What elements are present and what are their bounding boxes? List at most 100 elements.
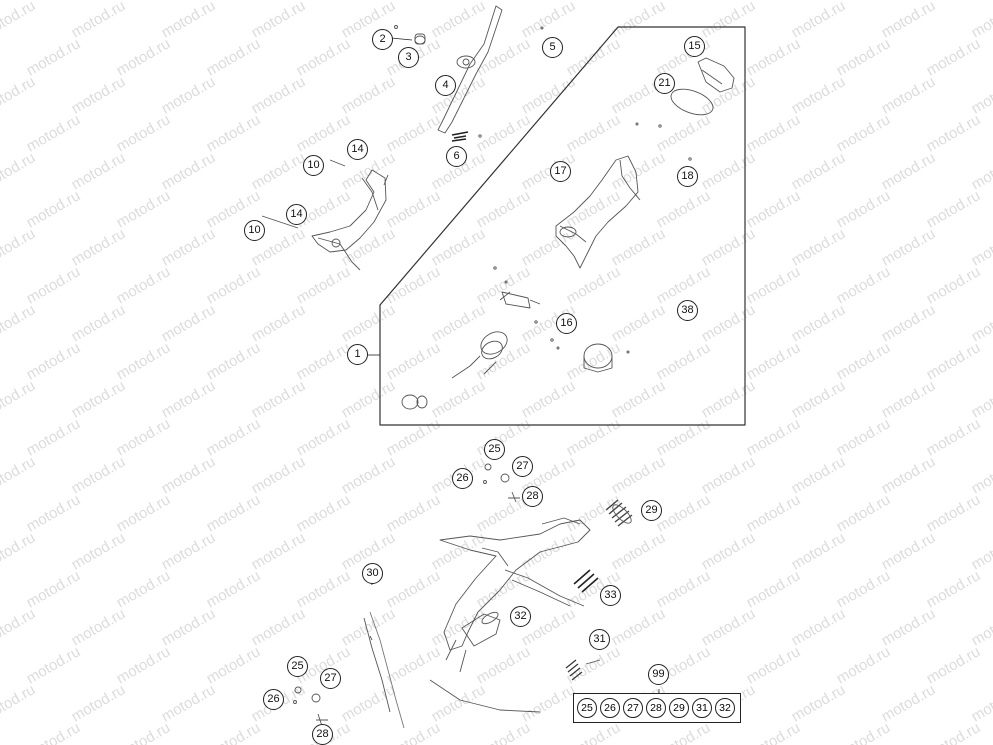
callout-32[interactable]: 32 bbox=[510, 606, 531, 627]
callout-18[interactable]: 18 bbox=[677, 166, 698, 187]
watermark-text: motod.ru bbox=[429, 377, 489, 421]
watermark-text: motod.ru bbox=[339, 453, 399, 497]
callout-27-upper[interactable]: 27 bbox=[512, 456, 533, 477]
assembly-frame bbox=[379, 26, 746, 426]
header-pipe-part bbox=[439, 519, 591, 651]
callout-21[interactable]: 21 bbox=[654, 73, 675, 94]
callout-6[interactable]: 6 bbox=[446, 146, 467, 167]
callout-31[interactable]: 31 bbox=[589, 629, 610, 650]
callout-1[interactable]: 1 bbox=[347, 344, 368, 365]
watermark-text: motod.ru bbox=[249, 149, 309, 193]
watermark-text: motod.ru bbox=[384, 263, 444, 307]
callout-17[interactable]: 17 bbox=[550, 161, 571, 182]
watermark-text: motod.ru bbox=[699, 149, 759, 193]
callout-10-upper[interactable]: 10 bbox=[303, 155, 324, 176]
kit-item-25[interactable]: 25 bbox=[577, 698, 597, 718]
callout-14-upper[interactable]: 14 bbox=[347, 139, 368, 160]
watermark-text: motod.ru bbox=[969, 301, 993, 345]
watermark-text: motod.ru bbox=[294, 111, 354, 155]
watermark-text: motod.ru bbox=[204, 339, 264, 383]
watermark-text: motod.ru bbox=[744, 111, 804, 155]
watermark-text: motod.ru bbox=[924, 35, 984, 79]
callout-26-lower[interactable]: 26 bbox=[263, 689, 284, 710]
callout-28-upper[interactable]: 28 bbox=[522, 486, 543, 507]
callout-30[interactable]: 30 bbox=[362, 563, 383, 584]
watermark-text: motod.ru bbox=[114, 263, 174, 307]
callout-25-lower[interactable]: 25 bbox=[287, 656, 308, 677]
watermark-text: motod.ru bbox=[969, 149, 993, 193]
watermark-text: motod.ru bbox=[969, 225, 993, 269]
watermark-text: motod.ru bbox=[789, 453, 849, 497]
callout-25-upper[interactable]: 25 bbox=[484, 439, 505, 460]
callout-38[interactable]: 38 bbox=[677, 300, 698, 321]
watermark-text: motod.ru bbox=[789, 301, 849, 345]
sleeve-part bbox=[461, 613, 501, 647]
watermark-text: motod.ru bbox=[474, 263, 534, 307]
watermark-text: motod.ru bbox=[69, 453, 129, 497]
watermark-text: motod.ru bbox=[564, 643, 624, 687]
kit-item-31[interactable]: 31 bbox=[692, 698, 712, 718]
watermark-text: motod.ru bbox=[834, 719, 894, 745]
watermark-text: motod.ru bbox=[609, 453, 669, 497]
clamp-part bbox=[697, 57, 735, 93]
callout-33[interactable]: 33 bbox=[600, 585, 621, 606]
watermark-text: motod.ru bbox=[879, 529, 939, 573]
callout-3[interactable]: 3 bbox=[398, 47, 419, 68]
watermark-text: motod.ru bbox=[564, 491, 624, 535]
kit-item-26[interactable]: 26 bbox=[600, 698, 620, 718]
watermark-text: motod.ru bbox=[789, 225, 849, 269]
callout-99[interactable]: 99 bbox=[648, 664, 669, 685]
watermark-text: motod.ru bbox=[204, 415, 264, 459]
watermark-text: motod.ru bbox=[744, 567, 804, 611]
watermark-text: motod.ru bbox=[114, 719, 174, 745]
watermark-text: motod.ru bbox=[834, 35, 894, 79]
watermark-text: motod.ru bbox=[204, 263, 264, 307]
watermark-text: motod.ru bbox=[924, 567, 984, 611]
callout-26-upper[interactable]: 26 bbox=[452, 468, 473, 489]
watermark-text: motod.ru bbox=[249, 301, 309, 345]
kit-item-27[interactable]: 27 bbox=[623, 698, 643, 718]
callout-10-lower[interactable]: 10 bbox=[244, 220, 265, 241]
callout-2[interactable]: 2 bbox=[372, 29, 393, 50]
watermark-text: motod.ru bbox=[879, 225, 939, 269]
watermark-text: motod.ru bbox=[474, 643, 534, 687]
watermark-text: motod.ru bbox=[339, 73, 399, 117]
watermark-text: motod.ru bbox=[24, 111, 84, 155]
watermark-text: motod.ru bbox=[834, 111, 894, 155]
callout-4[interactable]: 4 bbox=[435, 75, 456, 96]
watermark-text: motod.ru bbox=[384, 643, 444, 687]
watermark-text: motod.ru bbox=[924, 719, 984, 745]
callout-15[interactable]: 15 bbox=[684, 36, 705, 57]
watermark-text: motod.ru bbox=[159, 377, 219, 421]
watermark-text: motod.ru bbox=[339, 301, 399, 345]
watermark-text: motod.ru bbox=[834, 415, 894, 459]
watermark-text: motod.ru bbox=[609, 377, 669, 421]
watermark-text: motod.ru bbox=[924, 643, 984, 687]
watermark-text: motod.ru bbox=[474, 339, 534, 383]
callout-27-lower[interactable]: 27 bbox=[320, 668, 341, 689]
watermark-text: motod.ru bbox=[0, 605, 38, 649]
watermark-text: motod.ru bbox=[384, 339, 444, 383]
kit-item-32[interactable]: 32 bbox=[715, 698, 735, 718]
watermark-text: motod.ru bbox=[69, 681, 129, 725]
watermark-text: motod.ru bbox=[114, 567, 174, 611]
watermark-text: motod.ru bbox=[699, 529, 759, 573]
watermark-text: motod.ru bbox=[879, 301, 939, 345]
watermark-text: motod.ru bbox=[474, 35, 534, 79]
callout-16[interactable]: 16 bbox=[556, 313, 577, 334]
callout-5[interactable]: 5 bbox=[542, 37, 563, 58]
watermark-text: motod.ru bbox=[879, 605, 939, 649]
watermark-text: motod.ru bbox=[699, 301, 759, 345]
watermark-text: motod.ru bbox=[474, 567, 534, 611]
callout-29[interactable]: 29 bbox=[641, 500, 662, 521]
kit-item-29[interactable]: 29 bbox=[669, 698, 689, 718]
callout-14-lower[interactable]: 14 bbox=[286, 204, 307, 225]
watermark-text: motod.ru bbox=[519, 225, 579, 269]
watermark-text: motod.ru bbox=[204, 567, 264, 611]
callout-28-lower[interactable]: 28 bbox=[312, 724, 333, 745]
kit-item-28[interactable]: 28 bbox=[646, 698, 666, 718]
bracket-part bbox=[311, 169, 387, 253]
brake-pedal-part bbox=[437, 5, 503, 134]
watermark-text: motod.ru bbox=[24, 567, 84, 611]
watermark-text: motod.ru bbox=[0, 0, 38, 41]
